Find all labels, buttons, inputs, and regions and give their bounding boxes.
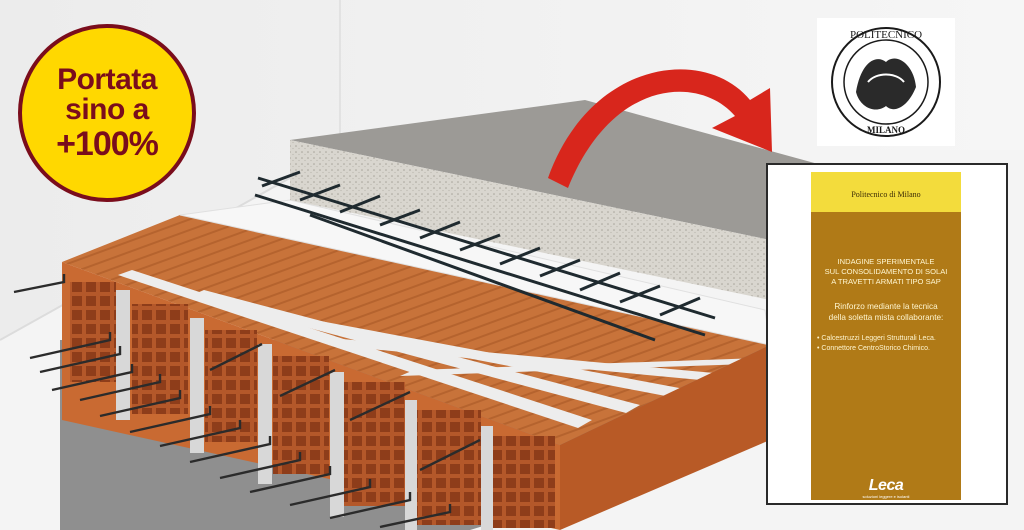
document-title-line: SUL CONSOLIDAMENTO DI SOLAI — [824, 266, 948, 276]
document-item-list: Calcestruzzi Leggeri Strutturali Leca. C… — [817, 334, 959, 354]
politecnico-seal: POLITECNICO MILANO — [817, 18, 955, 146]
document-publisher: Politecnico di Milano — [851, 190, 921, 199]
list-item: Calcestruzzi Leggeri Strutturali Leca. — [817, 334, 959, 344]
reinforcement-mesh — [254, 170, 716, 342]
document-subtitle: Rinforzo mediante la tecnica della solet… — [815, 302, 957, 323]
document-title-line: A TRAVETTI ARMATI TIPO SAP — [831, 276, 941, 286]
document-title-line: INDAGINE SPERIMENTALE — [837, 257, 935, 266]
capacity-badge: Portata sino a +100% — [18, 24, 196, 202]
badge-line-1: Portata — [57, 63, 157, 96]
badge-line-3: +100% — [56, 125, 159, 163]
document-subtitle-line: della soletta mista collaborante: — [828, 312, 944, 322]
document-title: INDAGINE SPERIMENTALE SUL CONSOLIDAMENTO… — [815, 257, 957, 287]
document-subtitle-line: Rinforzo mediante la tecnica — [834, 302, 938, 311]
document-header: Politecnico di Milano — [811, 172, 961, 212]
badge-line-2: sino a — [65, 93, 149, 126]
leca-tagline: soluzioni leggere e isolanti — [862, 494, 910, 499]
connector-rods — [13, 274, 481, 529]
red-arrow-icon — [548, 69, 772, 188]
brick-floor-top — [62, 215, 770, 445]
brick-floor-side — [560, 345, 770, 530]
document-cover-panel: Politecnico di Milano INDAGINE SPERIMENT… — [811, 172, 961, 500]
research-document-cover: Politecnico di Milano INDAGINE SPERIMENT… — [766, 163, 1008, 505]
list-item: Connettore CentroStorico Chimico. — [817, 344, 959, 354]
leca-logo: Leca — [868, 477, 904, 494]
seal-top-text: POLITECNICO — [850, 29, 922, 41]
seal-bottom-text: MILANO — [867, 125, 905, 135]
